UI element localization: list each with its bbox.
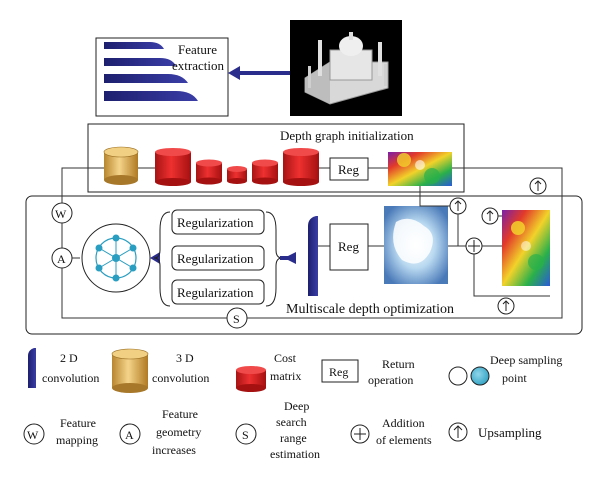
legend-w-line1: Feature: [60, 416, 96, 430]
legend-s-symbol: S: [242, 428, 249, 442]
legend-2d-conv-icon: [28, 348, 36, 388]
legend-sampling-line1: Deep sampling: [490, 353, 562, 367]
legend-sample-blue-icon: [470, 366, 490, 386]
regularization-label-2: Regularization: [177, 251, 254, 266]
a-node-label: A: [57, 252, 66, 266]
init-reg-box: [329, 157, 369, 181]
opt-residual-map: [384, 206, 448, 284]
legend-cost-line1: Cost: [274, 351, 297, 365]
feature-extraction-label-1: Feature: [178, 42, 217, 57]
legend-reg-label: Reg: [329, 365, 348, 379]
legend-s-line4: estimation: [270, 447, 320, 461]
legend-w-symbol: W: [27, 428, 39, 442]
init-cost-volumes: [155, 148, 319, 186]
extraction-arrowhead: [228, 66, 240, 80]
depth-init-block: Depth graph initialization: [87, 123, 465, 193]
legend-a-line2: geometry: [156, 425, 201, 439]
legend-3d-conv-line2: convolution: [152, 371, 209, 385]
regularization-box-3: [171, 279, 265, 305]
multiscale-title: Multiscale depth optimization: [286, 302, 454, 317]
legend-cost-icon: [236, 366, 266, 392]
multiscale-opt-block: W A S: [25, 167, 583, 335]
legend-a-line3: increases: [152, 443, 196, 457]
legend-w-line2: mapping: [56, 433, 98, 447]
opt-2d-conv: [308, 216, 318, 296]
regularization-box-1: [171, 209, 265, 235]
legend-w-icon: [23, 423, 45, 445]
legend-a-icon: [119, 423, 141, 445]
init-reg-label: Reg: [338, 162, 359, 177]
legend: 2 D convolution 3 D convolution Cost mat…: [23, 348, 562, 461]
regularization-box-2: [171, 245, 265, 271]
legend-2d-conv-line1: 2 D: [60, 351, 78, 365]
graph-network-icon: [81, 223, 151, 293]
legend-cost-line2: matrix: [270, 369, 301, 383]
legend-a-line1: Feature: [162, 407, 198, 421]
legend-s-line3: range: [280, 431, 307, 445]
legend-sample-white-icon: [448, 366, 468, 386]
opt-reg-box: [329, 223, 369, 271]
regularization-label-1: Regularization: [177, 215, 254, 230]
3d-model-image: [290, 20, 402, 116]
legend-s-line2: search: [276, 415, 307, 429]
opt-refined-depth-map: [502, 210, 550, 286]
feature-bars: [104, 42, 198, 101]
legend-3d-conv-icon: [111, 348, 149, 393]
w-node-label: W: [55, 207, 67, 221]
legend-return-line1: Return: [382, 357, 415, 371]
legend-2d-conv-line2: convolution: [42, 371, 99, 385]
legend-s-line1: Deep: [284, 399, 309, 413]
legend-s-icon: [235, 423, 257, 445]
regularization-label-3: Regularization: [177, 285, 254, 300]
legend-add-line2: of elements: [376, 433, 432, 447]
legend-up-line1: Upsampling: [478, 425, 542, 440]
depth-init-title: Depth graph initialization: [280, 128, 414, 143]
legend-reg-box: [321, 359, 359, 383]
legend-add-line1: Addition: [382, 416, 425, 430]
legend-sampling-line2: point: [502, 371, 527, 385]
legend-return-line2: operation: [368, 373, 413, 387]
init-3d-conv: [103, 146, 139, 185]
s-node-label: S: [233, 312, 240, 326]
feature-extraction-label-2: extraction: [172, 58, 224, 73]
legend-a-symbol: A: [125, 428, 134, 442]
opt-reg-label: Reg: [338, 239, 359, 254]
feature-extraction-block: Feature extraction: [95, 37, 229, 117]
init-depth-map: [388, 152, 452, 186]
legend-3d-conv-line1: 3 D: [176, 351, 194, 365]
